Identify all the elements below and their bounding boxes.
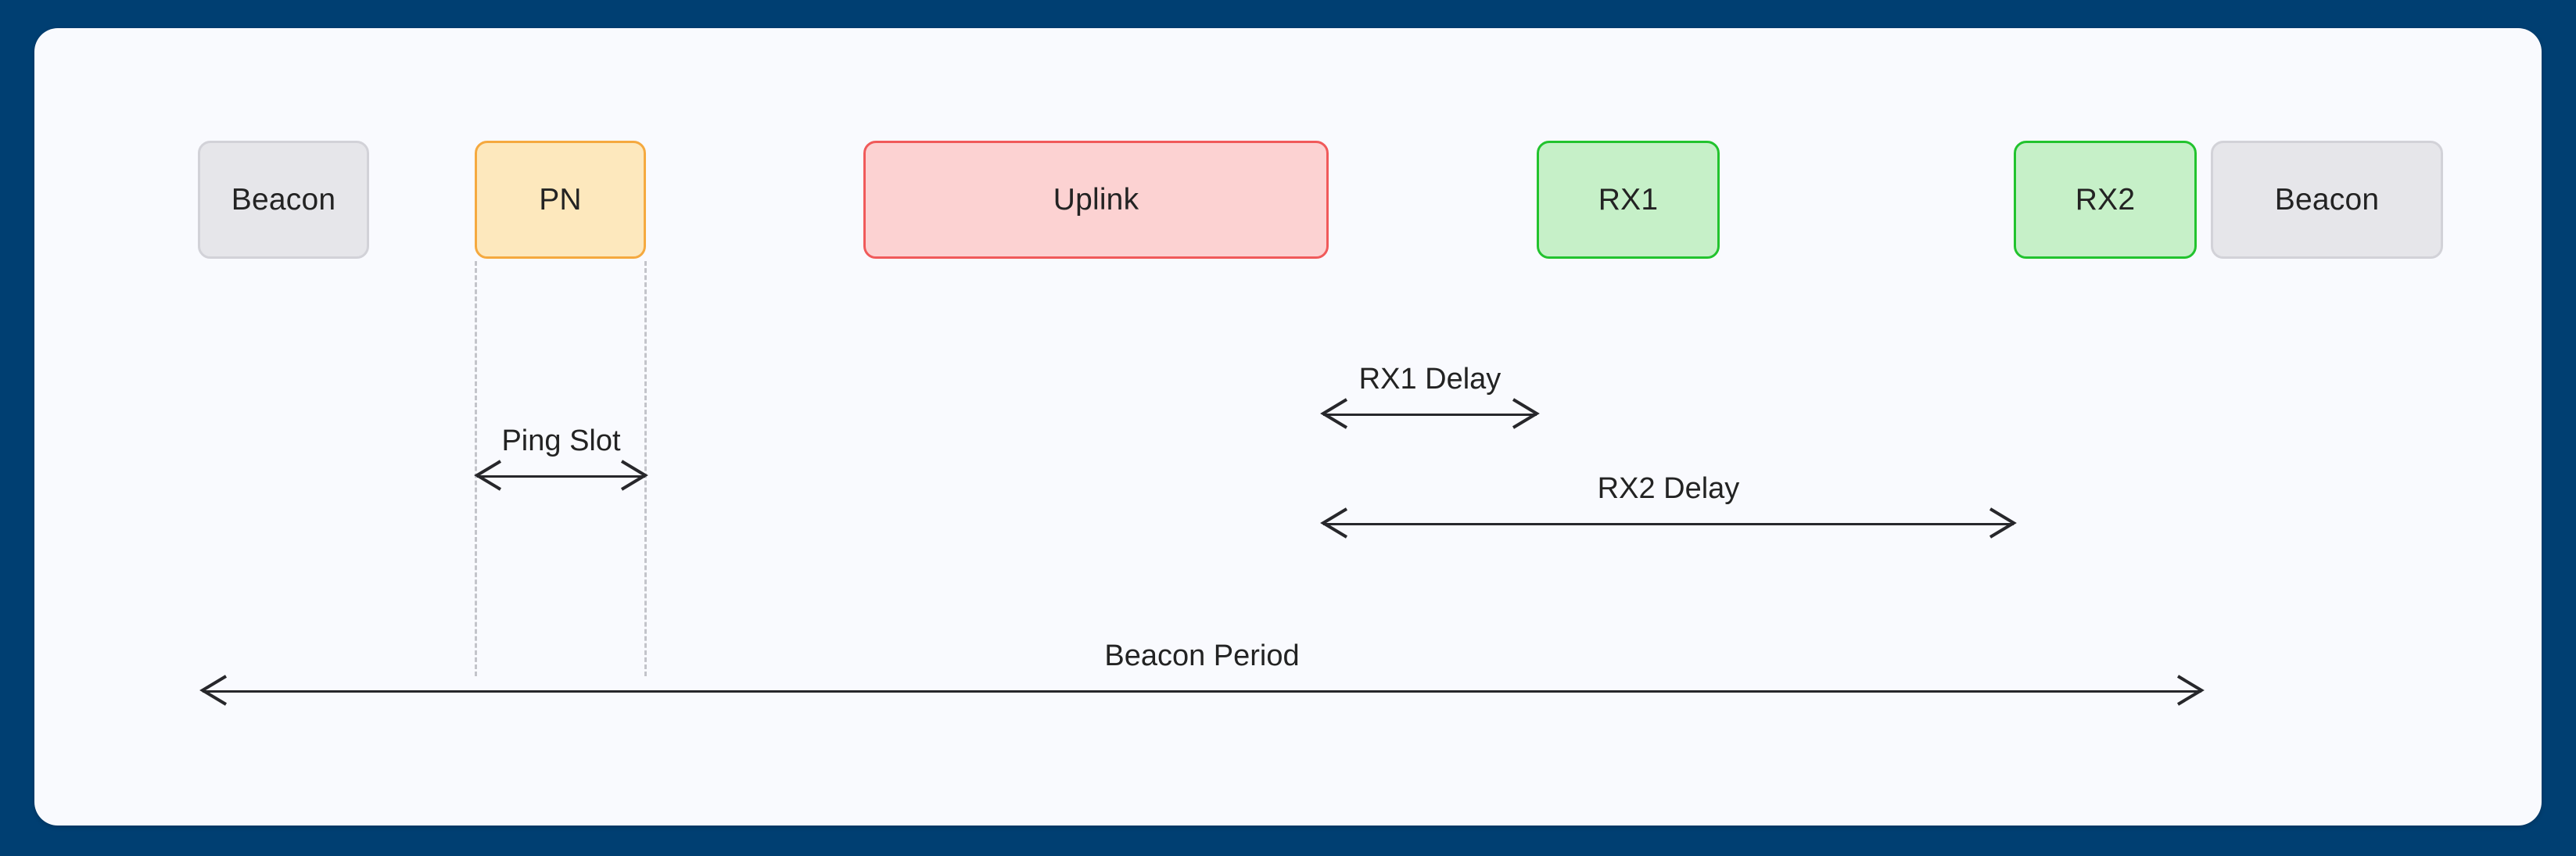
measure-label-rx1-delay-measure: RX1 Delay — [1358, 363, 1501, 396]
measure-label-beacon-period-measure: Beacon Period — [1104, 639, 1300, 672]
measure-line — [203, 690, 2201, 693]
measure-line — [1323, 414, 1537, 416]
arrowhead-left-icon — [199, 675, 228, 706]
timeline-block-label: RX1 — [1598, 183, 1659, 217]
timeline-block-rx2: RX2 — [2014, 141, 2197, 259]
measure-label-ping-slot-measure: Ping Slot — [501, 424, 621, 457]
timeline-block-rx1: RX1 — [1537, 141, 1720, 259]
arrowhead-left-icon — [474, 460, 502, 491]
arrowhead-right-icon — [620, 460, 648, 491]
timeline-block-label: Uplink — [1053, 183, 1139, 217]
timeline-block-uplink: Uplink — [863, 141, 1329, 259]
timeline-block-beacon-start: Beacon — [198, 141, 369, 259]
measure-line — [477, 475, 645, 478]
diagram-card: Beacon PN Uplink RX1 RX2 Beacon Ping Slot RX1 … — [34, 28, 2542, 826]
timeline-block-label: RX2 — [2075, 183, 2136, 217]
measure-line — [1323, 523, 2014, 525]
dashed-guide-ping-guide-left — [475, 261, 477, 676]
arrowhead-right-icon — [1512, 398, 1540, 429]
timeline-block-ping-slot: PN — [475, 141, 646, 259]
arrowhead-right-icon — [1989, 507, 2017, 539]
measure-label-rx2-delay-measure: RX2 Delay — [1597, 472, 1740, 505]
timeline-block-label: Beacon — [2274, 183, 2380, 217]
arrowhead-left-icon — [1320, 398, 1348, 429]
arrowhead-left-icon — [1320, 507, 1348, 539]
arrowhead-right-icon — [2176, 675, 2205, 706]
dashed-guide-ping-guide-right — [644, 261, 647, 676]
timeline-block-beacon-end: Beacon — [2211, 141, 2443, 259]
timeline-block-label: Beacon — [231, 183, 336, 217]
timeline-block-label: PN — [539, 183, 582, 217]
